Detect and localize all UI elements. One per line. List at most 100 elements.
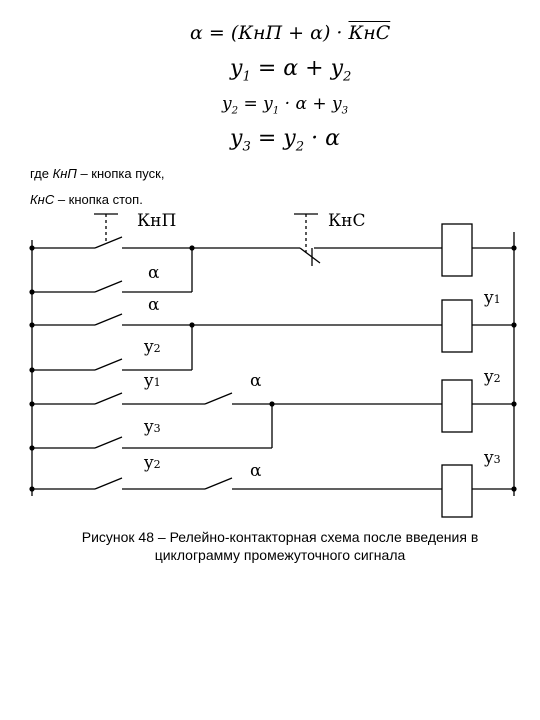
eq-y1-lhs: y: [230, 56, 243, 81]
eq-y3-lhs-sub: 3: [242, 139, 251, 155]
eq-y2-lhs: y: [222, 94, 232, 114]
equation-y3: y3 = y2 · α: [230, 126, 340, 154]
lbl-y: y: [143, 453, 154, 473]
eq-y2-a-sub: 1: [272, 105, 280, 117]
label-contact-y2-a: y2: [143, 337, 161, 357]
eq-y2-op: =: [243, 94, 258, 114]
junction-dot: [29, 486, 35, 492]
lbl-y: y: [143, 337, 154, 357]
eq-y2-plus: +: [312, 94, 327, 114]
lbl-sub: 2: [154, 342, 161, 355]
label-contact-y1: y1: [143, 371, 161, 391]
eq-y1-a: α: [283, 56, 299, 81]
eq-y2-dot: ·: [284, 94, 291, 114]
junction-dot: [189, 322, 195, 328]
coil-y3: [441, 464, 473, 518]
label-knc: КнС: [328, 211, 366, 231]
figure-caption: Рисунок 48 – Релейно-контакторная схема …: [30, 528, 530, 564]
junction-dot: [189, 245, 195, 251]
note-rest-2: – кнопка стоп.: [54, 192, 143, 207]
eq-y1-b: y: [330, 56, 343, 81]
eq-alpha-op: =: [208, 22, 225, 44]
junction-dot: [511, 486, 517, 492]
junction-dot: [29, 245, 35, 251]
eq-y1-plus: +: [305, 56, 324, 81]
label-contact-alpha-4: α: [250, 461, 262, 481]
eq-y3-b: α: [325, 126, 340, 151]
alpha-hold-contact-blade: [94, 280, 123, 293]
eq-alpha-knc: КнС: [348, 22, 391, 44]
lbl-y: y: [143, 371, 154, 391]
lbl-y: y: [483, 288, 494, 308]
label-contact-alpha-2: α: [148, 295, 160, 315]
lbl-y: y: [483, 448, 494, 468]
eq-alpha-lhs: α: [190, 22, 203, 44]
junction-dot: [29, 401, 35, 407]
lbl-sub: 2: [154, 458, 161, 471]
label-knp: КнП: [137, 211, 176, 231]
alpha-y2-contact-blade: [204, 392, 233, 405]
y2-y3-contact-blade: [94, 477, 123, 490]
eq-y1-b-sub: 2: [343, 69, 352, 85]
note-term-knp: КнП: [52, 166, 77, 181]
note-rest-1: – кнопка пуск,: [76, 166, 165, 181]
eq-alpha-alpha: α: [310, 22, 323, 44]
equation-y2: y2 = y1 · α + y3: [222, 94, 348, 116]
equation-y1: y1 = α + y2: [230, 56, 351, 84]
junction-dot: [29, 289, 35, 295]
eq-alpha-plus: +: [288, 22, 305, 44]
label-coil-y2: y2: [483, 367, 501, 387]
caption-line-1: Рисунок 48 – Релейно-контакторная схема …: [81, 529, 479, 545]
eq-y3-op: =: [257, 126, 277, 151]
eq-alpha-dot: ·: [336, 22, 343, 44]
eq-y1-lhs-sub: 1: [242, 69, 251, 85]
junction-dot: [269, 401, 275, 407]
eq-y2-lhs-sub: 2: [231, 105, 239, 117]
note-prefix: где: [30, 166, 53, 181]
label-contact-alpha-1: α: [148, 263, 160, 283]
eq-y3-a-sub: 2: [295, 139, 305, 155]
eq-y2-c: y: [332, 94, 342, 114]
caption-line-2: циклограмму промежуточного сигнала: [154, 547, 406, 563]
knc-contact-blade: [299, 247, 321, 264]
note-line-2: КнС – кнопка стоп.: [30, 192, 143, 207]
label-contact-alpha-3: α: [250, 371, 262, 391]
coil-alpha: [441, 223, 473, 277]
y1-contact-blade: [94, 392, 123, 405]
lbl-sub: 1: [154, 376, 161, 389]
junction-dot: [29, 367, 35, 373]
coil-y1: [441, 299, 473, 353]
coil-y2: [441, 379, 473, 433]
junction-dot: [511, 245, 517, 251]
eq-y3-dot: ·: [311, 126, 319, 151]
label-coil-y3: y3: [483, 448, 501, 468]
alpha-y3-contact-blade: [204, 477, 233, 490]
y2-contact-blade: [94, 358, 123, 371]
junction-dot: [29, 322, 35, 328]
knp-contact-blade: [94, 236, 123, 249]
eq-alpha-knp: КнП: [238, 22, 283, 44]
y3-contact-blade: [94, 436, 123, 449]
label-contact-y2-b: y2: [143, 453, 161, 473]
alpha-y1-contact-blade: [94, 313, 123, 326]
lbl-sub: 3: [154, 422, 161, 435]
lbl-sub: 2: [494, 372, 501, 385]
lbl-y: y: [483, 367, 494, 387]
junction-dot: [29, 445, 35, 451]
equation-alpha: α = (КнП + α) · КнС: [190, 22, 390, 44]
note-term-knc: КнС: [30, 192, 55, 207]
note-line-1: где КнП – кнопка пуск,: [30, 166, 164, 181]
eq-y1-op: =: [257, 56, 277, 81]
eq-alpha-open: (: [230, 22, 239, 44]
lbl-sub: 3: [494, 453, 501, 466]
eq-y3-a: y: [283, 126, 296, 151]
lbl-sub: 1: [494, 293, 501, 306]
junction-dot: [511, 322, 517, 328]
label-coil-y1: y1: [483, 288, 501, 308]
lbl-y: y: [143, 417, 154, 437]
eq-y2-b: α: [295, 94, 307, 114]
label-contact-y3: y3: [143, 417, 161, 437]
eq-y2-a: y: [263, 94, 273, 114]
eq-y3-lhs: y: [230, 126, 243, 151]
